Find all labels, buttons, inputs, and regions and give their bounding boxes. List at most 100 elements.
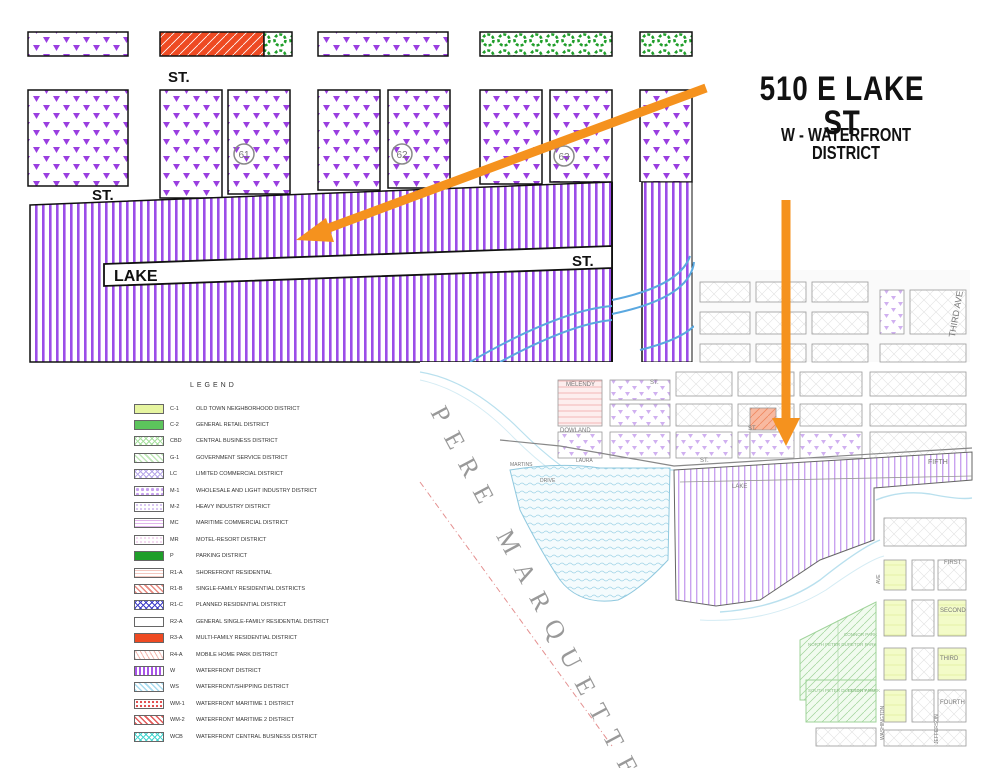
legend-item: R1-A SHOREFRONT RESIDENTIAL <box>134 566 272 579</box>
legend-swatch <box>134 665 164 676</box>
legend-code: R4-A <box>170 651 183 658</box>
parcel-number: 61 <box>238 150 250 161</box>
legend-description: SHOREFRONT RESIDENTIAL <box>196 569 272 576</box>
legend-swatch <box>134 682 164 693</box>
legend-description: WATERFRONT MARITIME 1 DISTRICT <box>196 700 294 707</box>
legend-description: WATERFRONT CENTRAL BUSINESS DISTRICT <box>196 733 318 740</box>
legend-description: GENERAL SINGLE-FAMILY RESIDENTIAL DISTRI… <box>196 618 329 625</box>
pointer-arrow <box>316 83 708 237</box>
legend-item: LC LIMITED COMMERCIAL DISTRICT <box>134 468 283 481</box>
bottom-map-overview: MELENDY ST. DOWLAND ST. LAKE ST. MARTINS… <box>419 270 973 773</box>
legend-code: G-1 <box>170 454 180 461</box>
legend-swatch <box>134 698 164 709</box>
legend-item: M-1 WHOLESALE AND LIGHT INDUSTRY DISTRICT <box>134 484 317 497</box>
legend-code: LC <box>170 471 178 478</box>
legend-swatch <box>134 715 164 726</box>
legend-code: R3-A <box>170 635 183 642</box>
street-label: ST. <box>92 187 114 204</box>
legend-code: P <box>170 553 174 560</box>
street-label: LAKE <box>732 484 747 490</box>
park-label: SOUTH PETER DUPETOR PARK <box>808 688 876 693</box>
legend-swatch <box>134 485 164 496</box>
legend-description: OLD TOWN NEIGHBORHOOD DISTRICT <box>196 405 300 412</box>
legend-swatch <box>134 600 164 611</box>
legend-code: R1-C <box>170 602 183 609</box>
top-map-detail: 61 62 63 ST. ST. LAKE ST. <box>27 31 695 363</box>
legend-code: WM-2 <box>170 717 185 724</box>
street-label: DRIVE <box>540 478 556 484</box>
legend-item: R1-C PLANNED RESIDENTIAL DISTRICT <box>134 599 286 612</box>
street-label: MELENDY <box>566 382 595 388</box>
legend-item: C-2 GENERAL RETAIL DISTRICT <box>134 418 269 431</box>
legend-swatch <box>134 403 164 414</box>
street-label: FOURTH <box>940 700 965 706</box>
street-label: ST. <box>168 69 190 86</box>
legend-item: WCB WATERFRONT CENTRAL BUSINESS DISTRICT <box>134 730 317 743</box>
legend-item: G-1 GOVERNMENT SERVICE DISTRICT <box>134 451 288 464</box>
street-label: FIFTH <box>928 459 948 466</box>
legend-code: WM-1 <box>170 700 185 707</box>
legend-description: MARITIME COMMERCIAL DISTRICT <box>196 520 289 527</box>
legend-swatch <box>134 419 164 430</box>
legend-item: WM-1 WATERFRONT MARITIME 1 DISTRICT <box>134 697 294 710</box>
legend-description: LIMITED COMMERCIAL DISTRICT <box>196 471 284 478</box>
legend-description: WATERFRONT MARITIME 2 DISTRICT <box>196 717 294 724</box>
legend-code: R1-A <box>170 569 183 576</box>
street-label: THIRD <box>940 656 959 662</box>
street-label: LAKE <box>114 268 158 285</box>
legend-description: MOBILE HOME PARK DISTRICT <box>196 651 278 658</box>
street-label: FIRST <box>944 560 962 566</box>
legend-title: LEGEND <box>190 382 237 389</box>
legend-description: MOTEL-RESORT DISTRICT <box>196 536 267 543</box>
street-label: AVE <box>876 574 882 584</box>
legend-code: MR <box>170 536 179 543</box>
legend-swatch <box>134 567 164 578</box>
legend-item: CBD CENTRAL BUSINESS DISTRICT <box>134 435 278 448</box>
legend-swatch <box>134 436 164 447</box>
street-label: ST. <box>700 458 709 464</box>
legend-description: GENERAL RETAIL DISTRICT <box>196 421 270 428</box>
legend-code: C-2 <box>170 421 179 428</box>
legend-description: WHOLESALE AND LIGHT INDUSTRY DISTRICT <box>196 487 318 494</box>
legend-description: SINGLE-FAMILY RESIDENTIAL DISTRICTS <box>196 585 306 592</box>
legend-code: CBD <box>170 438 182 445</box>
legend-swatch <box>134 633 164 644</box>
pointer-arrowhead <box>296 218 334 242</box>
legend-item: R4-A MOBILE HOME PARK DISTRICT <box>134 648 278 661</box>
legend-swatch <box>134 616 164 627</box>
parcel-number: 63 <box>558 152 570 163</box>
legend-description: GOVERNMENT SERVICE DISTRICT <box>196 454 288 461</box>
district-subtitle: W - WATERFRONT DISTRICT <box>780 125 912 163</box>
legend-code: WS <box>170 684 179 691</box>
street-label: SECOND <box>940 608 966 614</box>
legend-item: WM-2 WATERFRONT MARITIME 2 DISTRICT <box>134 714 294 727</box>
legend-swatch <box>134 731 164 742</box>
street-label: JEFFERSON <box>934 714 940 744</box>
legend-swatch <box>134 583 164 594</box>
park-label: NORTH PETER DUPETOR PARK <box>808 642 877 647</box>
legend-swatch <box>134 469 164 480</box>
legend-swatch <box>134 518 164 529</box>
legend-description: CENTRAL BUSINESS DISTRICT <box>196 438 278 445</box>
legend-item: MR MOTEL-RESORT DISTRICT <box>134 533 266 546</box>
legend-swatch <box>134 551 164 562</box>
legend-description: PARKING DISTRICT <box>196 553 248 560</box>
legend-code: M-1 <box>170 487 180 494</box>
legend-item: WS WATERFRONT/SHIPPING DISTRICT <box>134 681 289 694</box>
legend-description: WATERFRONT DISTRICT <box>196 667 261 674</box>
street-label: WASHINGTON <box>880 705 886 740</box>
street-label: ST. <box>748 426 757 432</box>
legend-code: WCB <box>170 733 183 740</box>
pointer-arrowhead <box>772 418 800 446</box>
park-label: COUNTY PARK <box>848 688 880 693</box>
legend-swatch <box>134 649 164 660</box>
legend-description: PLANNED RESIDENTIAL DISTRICT <box>196 602 287 609</box>
legend-description: WATERFRONT/SHIPPING DISTRICT <box>196 684 289 691</box>
